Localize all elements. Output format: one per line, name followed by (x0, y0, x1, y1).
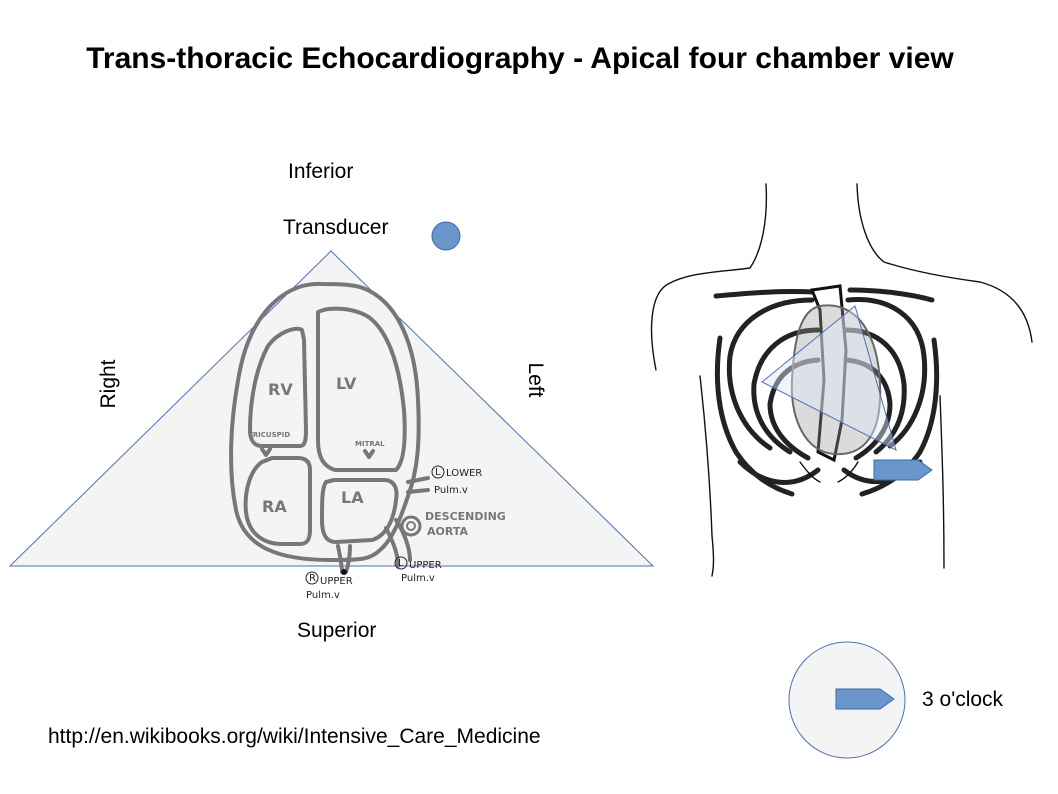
label-left: Left (524, 362, 547, 398)
clock-label: 3 o'clock (922, 688, 1004, 711)
label-right-upper-2: Pulm.v (306, 590, 340, 601)
source-url: http://en.wikibooks.org/wiki/Intensive_C… (48, 725, 541, 748)
transducer-dot (431, 221, 461, 251)
marker-right-upper: R (309, 573, 316, 584)
torso-probe (873, 459, 933, 481)
marker-left-upper: L (398, 558, 404, 569)
label-lv: LV (336, 374, 357, 393)
label-right: Right (97, 359, 120, 409)
label-transducer: Transducer (283, 216, 389, 239)
label-right-upper-1: UPPER (320, 576, 353, 587)
clock-probe-icon (835, 688, 895, 710)
torso-sector (761, 305, 897, 451)
label-ra: RA (262, 497, 287, 516)
marker-left-lower: L (435, 467, 441, 478)
label-left-lower-1: LOWER (446, 468, 482, 479)
label-la: LA (341, 488, 364, 507)
page-title: Trans-thoracic Echocardiography - Apical… (86, 42, 954, 75)
label-aorta-1: DESCENDING (425, 510, 506, 523)
label-rv: RV (268, 380, 293, 399)
label-tricuspid: TRICUSPID (248, 431, 290, 439)
label-left-lower-2: Pulm.v (434, 485, 468, 496)
label-left-upper-2: Pulm.v (401, 573, 435, 584)
heart-drawing (229, 281, 430, 574)
label-left-upper-1: UPPER (409, 560, 442, 571)
torso-heart-shade (790, 304, 882, 456)
ultrasound-sector (8, 250, 655, 567)
label-aorta-2: AORTA (427, 525, 468, 538)
label-inferior: Inferior (288, 160, 354, 183)
label-superior: Superior (297, 619, 377, 642)
label-mitral: MITRAL (355, 440, 385, 448)
